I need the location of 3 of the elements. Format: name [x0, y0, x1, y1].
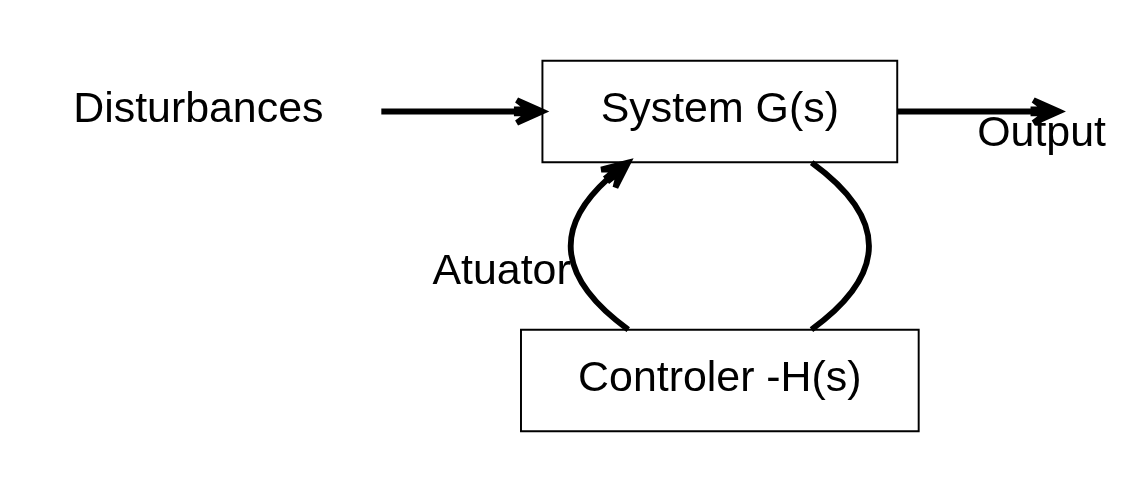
- edge-label: Atuator: [432, 244, 571, 293]
- node-text: Disturbances: [73, 82, 324, 131]
- edge-label: Output: [977, 106, 1106, 155]
